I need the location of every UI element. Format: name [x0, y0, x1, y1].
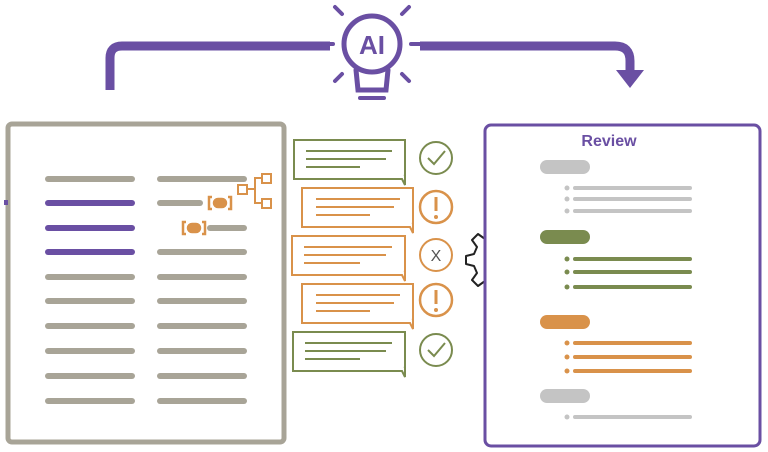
feedback-bubble-3 — [291, 235, 406, 282]
bracket-tag-icon — [181, 220, 207, 236]
reject-glyph: X — [431, 248, 442, 265]
feedback-bubble-1 — [293, 139, 406, 186]
review-group-green — [540, 230, 692, 290]
document-lines — [45, 176, 247, 404]
review-title: Review — [581, 133, 637, 150]
review-group-gray — [540, 160, 692, 214]
doc-edge-marker — [4, 200, 8, 205]
hierarchy-icon — [237, 173, 272, 209]
check-icon — [419, 141, 453, 175]
feedback-bubble-4 — [301, 283, 414, 330]
source-document — [5, 121, 287, 445]
warning-icon — [418, 282, 454, 318]
review-group-orange — [540, 315, 692, 374]
bracket-tag-icon — [207, 195, 233, 211]
bulb-label: AI — [359, 30, 385, 60]
check-icon — [419, 333, 453, 367]
flow-arrow-head — [616, 70, 644, 88]
feedback-bubble-2 — [301, 187, 414, 234]
feedback-bubble-5 — [292, 331, 406, 378]
review-group-gray-2 — [540, 389, 692, 420]
flow-arrow — [105, 41, 635, 90]
lightbulb-icon — [321, 5, 423, 100]
warning-icon — [418, 189, 454, 225]
reject-icon: X — [419, 238, 453, 272]
